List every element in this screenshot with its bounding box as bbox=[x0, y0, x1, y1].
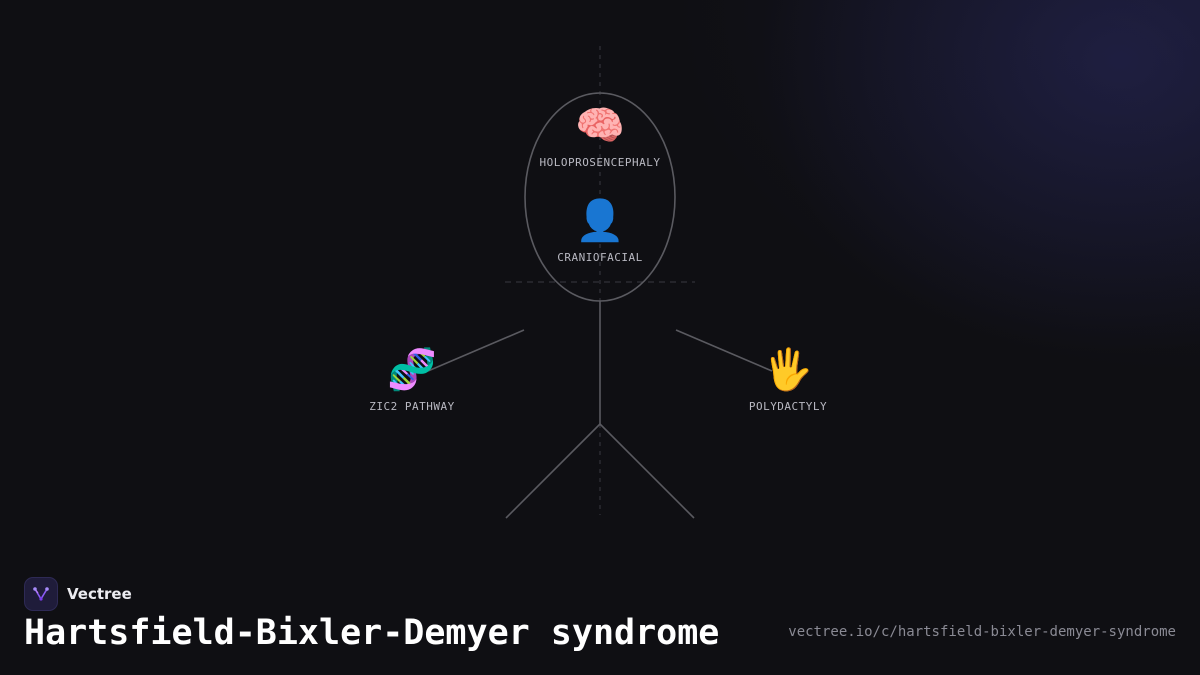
node-label-polydactyly: POLYDACTYLY bbox=[748, 400, 828, 413]
dna-icon: 🧬 bbox=[387, 347, 437, 393]
node-label-craniofacial: CRANIOFACIAL bbox=[557, 251, 643, 264]
figure-right-leg bbox=[599, 423, 695, 519]
node-holoprosencephaly: 🧠 HOLOPROSENCEPHALY bbox=[539, 102, 660, 169]
brand[interactable]: Vectree bbox=[24, 577, 132, 611]
figure-right-arm bbox=[675, 329, 773, 372]
figure-left-leg bbox=[505, 423, 601, 519]
vectree-logo-icon bbox=[24, 577, 58, 611]
page-title: Hartsfield-Bixler-Demyer syndrome bbox=[24, 613, 720, 653]
node-polydactyly: 🖐 POLYDACTYLY bbox=[749, 346, 827, 413]
page-url[interactable]: vectree.io/c/hartsfield-bixler-demyer-sy… bbox=[788, 624, 1176, 640]
node-label-zic2-pathway: ZIC2 PATHWAY bbox=[369, 400, 455, 413]
node-craniofacial: 👤 CRANIOFACIAL bbox=[557, 197, 642, 264]
person-silhouette-icon: 👤 bbox=[575, 198, 625, 244]
raised-hand-icon: 🖐 bbox=[763, 347, 813, 393]
brain-icon: 🧠 bbox=[575, 103, 625, 149]
node-label-holoprosencephaly: HOLOPROSENCEPHALY bbox=[539, 156, 661, 169]
brand-name: Vectree bbox=[67, 585, 132, 603]
node-zic2-pathway: 🧬 ZIC2 PATHWAY bbox=[369, 346, 454, 413]
figure-left-arm bbox=[427, 329, 525, 372]
